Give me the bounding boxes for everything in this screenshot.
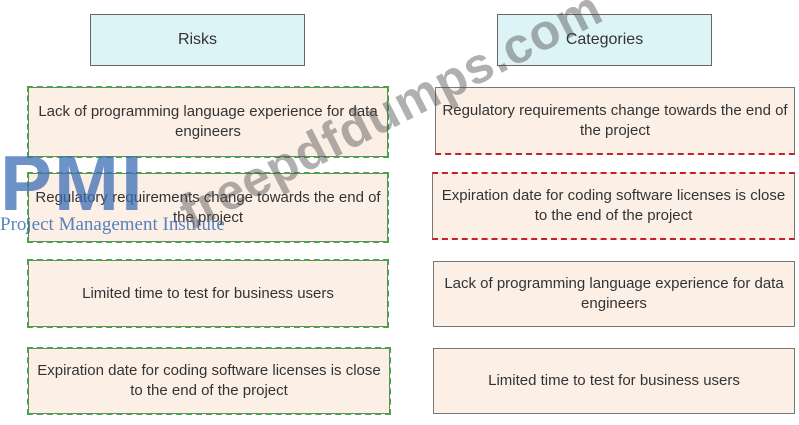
categories-header: Categories bbox=[497, 14, 712, 66]
category-item-3[interactable]: Lack of programming language experience … bbox=[433, 261, 795, 327]
risk-item-1[interactable]: Lack of programming language experience … bbox=[27, 86, 389, 158]
category-item-2[interactable]: Expiration date for coding software lice… bbox=[432, 172, 795, 240]
category-item-1[interactable]: Regulatory requirements change towards t… bbox=[435, 87, 795, 155]
risks-header: Risks bbox=[90, 14, 305, 66]
risk-item-3[interactable]: Limited time to test for business users bbox=[27, 259, 389, 328]
category-item-4[interactable]: Limited time to test for business users bbox=[433, 348, 795, 414]
risk-item-2[interactable]: Regulatory requirements change towards t… bbox=[27, 172, 389, 243]
risk-item-4[interactable]: Expiration date for coding software lice… bbox=[27, 347, 391, 415]
